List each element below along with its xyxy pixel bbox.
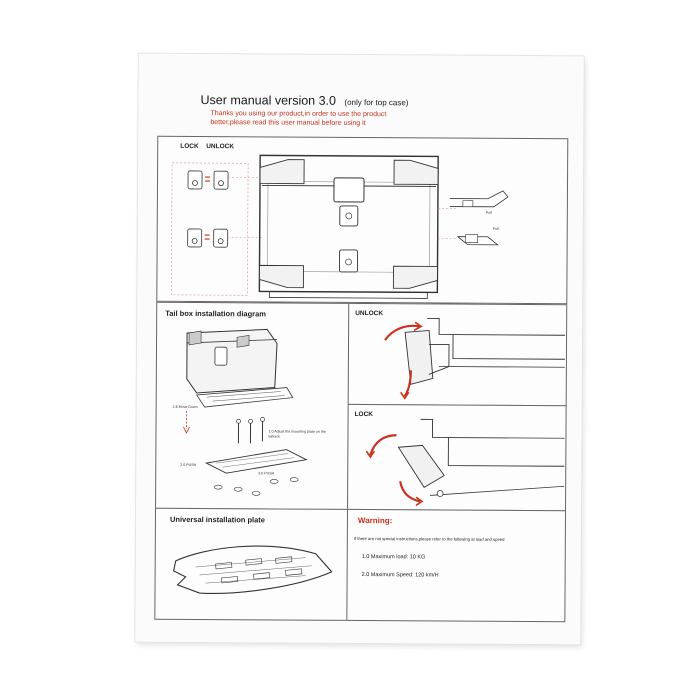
lock-panel: LOCK (347, 403, 567, 512)
step-push-a: 2.0 PUSH (180, 462, 197, 468)
warning-max-speed: 2.0 Maximum Speed: 120 km/H (361, 572, 439, 579)
manual-intro: Thanks you using our product,in order to… (210, 109, 386, 128)
manual-title-main: User manual version 3.0 (200, 93, 337, 108)
step-move-down: 2.8 Move Down (172, 404, 198, 410)
lock-diagram-panel: LOCK UNLOCK (156, 135, 569, 305)
pull-label-1: Pull (485, 210, 492, 215)
installation-plate-drawing (173, 545, 333, 594)
manual-title: User manual version 3.0 (only for top ca… (200, 91, 408, 110)
unlock-drawing (384, 317, 566, 400)
unlock-panel: UNLOCK (347, 302, 568, 407)
pull-label-2: Pull (492, 226, 499, 231)
warning-panel: Warning: If there are not special instru… (346, 508, 567, 623)
step-push-b: 3.0 PUSH (258, 471, 275, 476)
warning-note: If there are not special instructions,pl… (353, 535, 505, 542)
warning-max-load: 1.0 Maximum load: 10 KG (361, 554, 426, 561)
manual-title-note: (only for top case) (344, 97, 409, 108)
manual-sheet: User manual version 3.0 (only for top ca… (135, 53, 584, 645)
plate-panel: Universal installation plate (154, 507, 350, 621)
tail-box-drawing (183, 328, 308, 496)
warning-title: Warning: (357, 515, 393, 526)
step-adjust: 1.0 Adjust the mounting plate on the tai… (268, 429, 326, 439)
lock-drawing (365, 418, 565, 507)
tail-box-panel: Tail box installation diagram (155, 301, 351, 510)
intro-line-2: better,please read this user manual befo… (210, 119, 366, 128)
topcase-lock-drawing (171, 154, 509, 299)
